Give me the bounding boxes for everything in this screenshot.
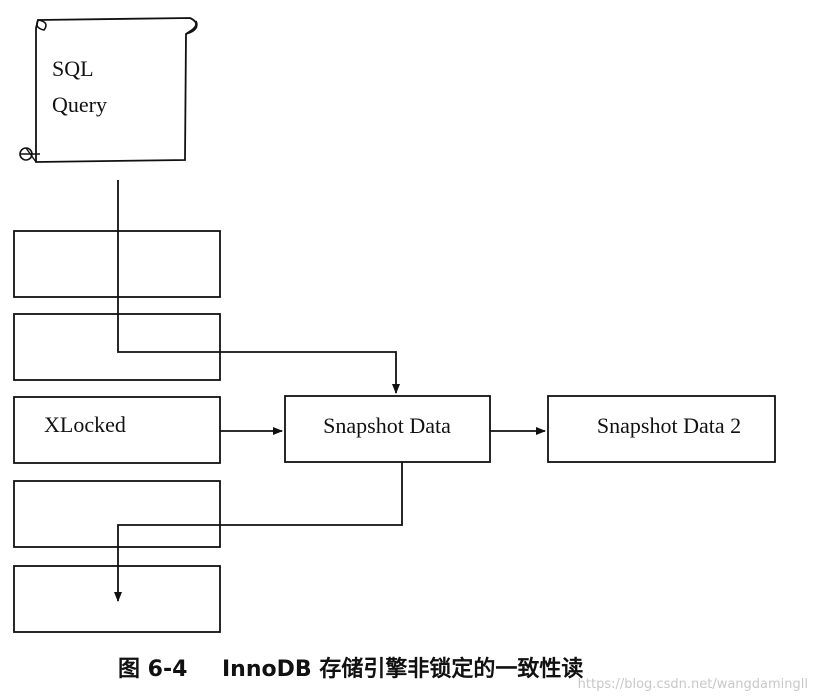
scroll-body	[35, 17, 197, 163]
snapshot-data-2-label: Snapshot Data 2	[597, 413, 741, 438]
row-box-xlocked	[13, 396, 221, 464]
row-box-2	[13, 313, 221, 381]
scroll-top-curl	[36, 19, 47, 31]
scroll-bottom-curl-tail	[20, 147, 40, 163]
scroll-line-query: Query	[52, 92, 107, 117]
caption-text: InnoDB 存储引擎非锁定的一致性读	[222, 656, 583, 682]
row-box-1	[13, 230, 221, 298]
connectors	[114, 180, 546, 602]
query-to-snapshot-arrow	[117, 180, 400, 394]
sql-query-scroll: SQL Query	[19, 17, 198, 163]
watermark-text: https://blog.csdn.net/wangdamingll	[578, 677, 808, 692]
snapshot-data-2-node: Snapshot Data 2	[547, 395, 776, 463]
row-box-4	[13, 480, 221, 548]
snapshot-data-box	[284, 395, 491, 463]
row-stack: XLocked	[13, 230, 221, 633]
figure-caption: 图 6-4 InnoDB 存储引擎非锁定的一致性读	[118, 656, 583, 682]
snapshot-data-node: Snapshot Data	[284, 395, 491, 463]
scroll-right-curl	[185, 20, 198, 35]
snapshot-data-label: Snapshot Data	[323, 413, 451, 438]
scroll-line-sql: SQL	[52, 56, 94, 81]
snapshot-to-row-arrow	[114, 462, 403, 602]
caption-number: 图 6-4	[118, 657, 187, 682]
xlocked-label: XLocked	[44, 412, 126, 437]
row-box-5	[13, 565, 221, 633]
snapshot-data-2-box	[547, 395, 776, 463]
